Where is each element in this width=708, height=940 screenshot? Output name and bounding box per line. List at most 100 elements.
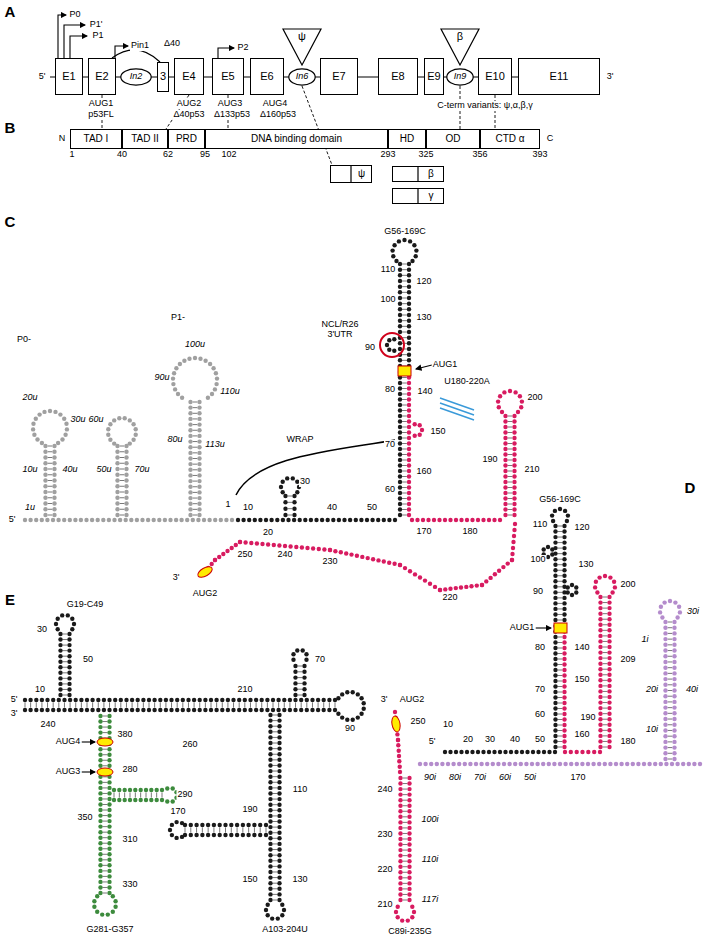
- base-pair: [266, 828, 267, 833]
- nucleotide-dot: [510, 558, 514, 562]
- base-pair: [177, 703, 178, 708]
- isoform-box: γ: [392, 188, 444, 204]
- nucleotide-dot: [67, 632, 71, 636]
- nucleotide-dot: [40, 518, 44, 522]
- nucleotide-dot: [398, 425, 402, 429]
- nucleotide-dot: [397, 749, 401, 753]
- nucleotide-dot: [283, 507, 287, 511]
- nucleotide-dot: [31, 427, 35, 431]
- nucleotide-dot: [314, 518, 318, 522]
- panel-letter: B: [4, 120, 17, 137]
- base-pair: [603, 669, 608, 670]
- nucleotide-dot: [503, 419, 507, 423]
- base-pair: [103, 754, 108, 755]
- nucleotide-dot: [277, 825, 281, 829]
- nucleotide-dot: [113, 899, 117, 903]
- nucleotide-dot: [241, 833, 245, 837]
- nucleotide-dot: [277, 870, 281, 874]
- base-pair: [403, 816, 408, 817]
- base-pair: [63, 650, 68, 651]
- nucleotide-dot: [396, 905, 400, 909]
- base-pair: [288, 496, 293, 497]
- nucleotide-dot: [248, 698, 252, 702]
- nucleotide-dot: [402, 238, 406, 242]
- base-pair: [193, 441, 198, 442]
- base-pair: [558, 686, 563, 687]
- nucleotide-dot: [234, 543, 238, 547]
- nucleotide-dot: [179, 518, 183, 522]
- nucleotide-dot: [398, 831, 402, 835]
- variant-triangle: ψ: [282, 28, 322, 66]
- nucleotide-dot: [107, 753, 111, 757]
- base-pair: [306, 703, 307, 708]
- nucleotide-dot: [501, 565, 505, 569]
- nucleotide-dot: [518, 394, 522, 398]
- isoform-box: β: [392, 166, 444, 182]
- nucleotide-dot: [188, 400, 192, 404]
- base-pair: [273, 771, 278, 772]
- nucleotide-dot: [524, 762, 528, 766]
- nucleotide-dot: [607, 734, 611, 738]
- box-divider: [417, 166, 418, 182]
- nucleotide-dot: [512, 447, 516, 451]
- base-pair: [47, 703, 48, 708]
- nucleotide-dot: [107, 819, 111, 823]
- base-pair: [273, 793, 278, 794]
- nucleotide-dot: [108, 438, 112, 442]
- nucleotide-dot: [435, 762, 439, 766]
- nucleotide-dot: [562, 640, 566, 644]
- base-pair: [137, 703, 138, 708]
- nucleotide-dot: [293, 670, 297, 674]
- nucleotide-dot: [186, 708, 190, 712]
- nucleotide-dot: [112, 518, 116, 522]
- base-pair: [30, 703, 31, 708]
- nucleotide-dot: [607, 606, 611, 610]
- nucleotide-dot: [98, 719, 102, 723]
- nucleotide-dot: [502, 390, 506, 394]
- nucleotide-dot: [107, 791, 111, 795]
- base-pair: [508, 460, 513, 461]
- nucleotide-dot: [180, 396, 184, 400]
- nucleotide-dot: [107, 813, 111, 817]
- nucleotide-dot: [614, 762, 618, 766]
- nucleotide-dot: [264, 518, 268, 522]
- nucleotide-dot: [266, 913, 270, 917]
- nucleotide-dot: [479, 762, 483, 766]
- nucleotide-dot: [407, 513, 411, 517]
- annotation-label: P0: [68, 10, 81, 20]
- nucleotide-dot: [340, 715, 344, 719]
- nucleotide-dot: [512, 458, 516, 462]
- nucleotide-dot: [398, 848, 402, 852]
- nucleotide-dot: [188, 468, 192, 472]
- base-pair: [53, 703, 54, 708]
- nucleotide-dot: [426, 518, 430, 522]
- nucleotide-dot: [28, 698, 32, 702]
- base-pair: [75, 703, 76, 708]
- base-pair: [222, 703, 223, 708]
- nucleotide-dot: [293, 681, 297, 685]
- exon-box: E1: [55, 58, 83, 95]
- nucleotide-dot: [541, 762, 545, 766]
- nucleotide-dot: [107, 874, 111, 878]
- base-pair: [402, 405, 407, 406]
- nucleotide-dot: [672, 757, 676, 761]
- annotation-label: 40i: [685, 685, 699, 695]
- nucleotide-dot: [668, 599, 672, 603]
- base-pair: [261, 703, 262, 708]
- base-pair: [402, 416, 407, 417]
- nucleotide-dot: [197, 485, 201, 489]
- nucleotide-dot: [107, 730, 111, 734]
- nucleotide-dot: [277, 875, 281, 879]
- base-pair: [603, 730, 608, 731]
- nucleotide-dot: [562, 728, 566, 732]
- nucleotide-dot: [469, 584, 473, 588]
- nucleotide-dot: [672, 683, 676, 687]
- base-pair: [196, 828, 197, 833]
- nucleotide-dot: [415, 518, 419, 522]
- nucleotide-dot: [398, 414, 402, 418]
- nucleotide-dot: [299, 698, 303, 702]
- base-pair: [58, 703, 59, 708]
- base-pair: [273, 860, 278, 861]
- base-pair: [668, 759, 673, 760]
- nucleotide-dot: [398, 430, 402, 434]
